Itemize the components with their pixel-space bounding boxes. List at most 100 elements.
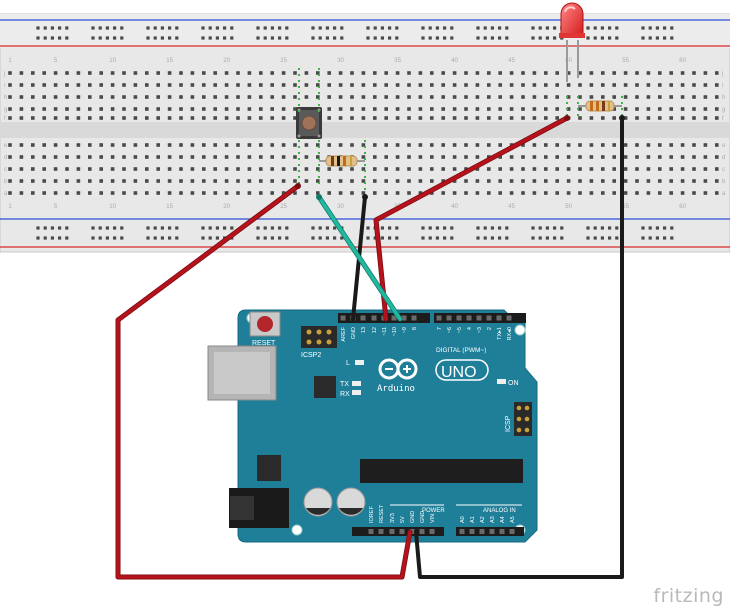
breadboard-hole xyxy=(316,95,320,99)
rail-hole xyxy=(366,226,370,230)
column-number: 40 xyxy=(451,58,458,64)
breadboard-hole xyxy=(236,143,240,147)
breadboard-hole xyxy=(42,83,46,87)
header-pin xyxy=(368,529,374,534)
breadboard-hole xyxy=(555,155,559,159)
rail-hole xyxy=(91,36,95,40)
reset-button[interactable] xyxy=(249,311,281,337)
rail-hole xyxy=(175,226,179,230)
rail-hole xyxy=(655,26,659,30)
rail-hole xyxy=(498,226,502,230)
breadboard-hole xyxy=(532,95,537,99)
breadboard-hole xyxy=(669,167,673,171)
rail-hole xyxy=(498,26,502,30)
breadboard-hole xyxy=(304,143,309,147)
pin-label: RESET xyxy=(379,504,385,523)
rail-hole xyxy=(263,226,267,230)
breadboard-hole xyxy=(555,107,559,111)
column-number: 55 xyxy=(622,58,629,64)
breadboard-hole xyxy=(145,155,149,159)
rail-hole xyxy=(545,226,549,230)
rail-hole xyxy=(325,226,329,230)
breadboard-hole xyxy=(259,143,263,147)
rail-hole xyxy=(553,26,557,30)
breadboard-hole xyxy=(646,179,651,183)
breadboard-hole xyxy=(53,143,58,147)
breadboard-hole xyxy=(53,155,58,159)
breadboard-hole xyxy=(213,95,217,99)
rail-hole xyxy=(50,26,54,30)
breadboard-hole xyxy=(42,71,46,75)
breadboard-hole xyxy=(42,107,46,111)
breadboard-hole xyxy=(259,167,263,171)
breadboard-hole xyxy=(703,191,708,195)
rail-hole xyxy=(593,236,597,240)
row-letter: e xyxy=(722,143,726,149)
breadboard-hole xyxy=(110,155,115,159)
pin-label: 8 xyxy=(412,327,418,330)
breadboard-hole xyxy=(65,155,69,159)
breadboard-hole xyxy=(31,191,35,195)
breadboard-hole xyxy=(555,71,559,75)
pin-label: IOREF xyxy=(369,506,375,523)
breadboard-hole xyxy=(509,167,514,171)
rail-hole xyxy=(615,226,619,230)
breadboard-hole xyxy=(635,155,639,159)
rail-hole xyxy=(146,236,150,240)
breadboard-hole xyxy=(224,71,229,75)
rail-hole xyxy=(388,236,392,240)
rail-hole xyxy=(58,26,62,30)
breadboard-hole xyxy=(509,107,514,111)
header-pin xyxy=(489,529,495,534)
breadboard-hole xyxy=(395,155,400,159)
rail-hole xyxy=(105,26,109,30)
breadboard-hole xyxy=(464,191,468,195)
breadboard-hole xyxy=(692,107,696,111)
rail-hole xyxy=(278,236,282,240)
breadboard-hole xyxy=(475,71,480,75)
breadboard-hole xyxy=(361,107,366,111)
rail-hole xyxy=(366,36,370,40)
breadboard-hole xyxy=(247,155,252,159)
breadboard-hole xyxy=(384,83,388,87)
breadboard-hole xyxy=(304,83,309,87)
breadboard-hole xyxy=(156,155,160,159)
breadboard-hole xyxy=(8,116,12,120)
breadboard-hole xyxy=(589,71,594,75)
breadboard-hole xyxy=(122,143,126,147)
rail-hole xyxy=(36,226,40,230)
rail-hole xyxy=(201,236,205,240)
breadboard-hole xyxy=(122,71,126,75)
breadboard-hole xyxy=(418,107,423,111)
breadboard-hole xyxy=(623,167,628,171)
breadboard-hole xyxy=(259,71,263,75)
breadboard-hole xyxy=(190,95,195,99)
breadboard-hole xyxy=(8,155,12,159)
rail-hole xyxy=(160,236,164,240)
breadboard-hole xyxy=(578,83,582,87)
rail-hole xyxy=(325,236,329,240)
breadboard-hole xyxy=(555,143,559,147)
breadboard-hole xyxy=(384,167,388,171)
breadboard-hole xyxy=(635,83,639,87)
header-pin xyxy=(509,529,515,534)
breadboard-hole xyxy=(658,167,662,171)
breadboard-hole xyxy=(156,107,160,111)
breadboard-hole xyxy=(167,191,172,195)
breadboard-hole xyxy=(361,179,366,183)
row-letter: i xyxy=(4,83,5,89)
rail-hole xyxy=(256,226,260,230)
breadboard-hole xyxy=(646,116,651,120)
breadboard-hole xyxy=(498,155,502,159)
header-pin xyxy=(446,315,452,321)
breadboard-hole xyxy=(88,71,92,75)
rail-hole xyxy=(483,226,487,230)
rail-hole xyxy=(395,36,399,40)
rail-hole xyxy=(263,236,267,240)
breadboard-hole xyxy=(247,116,252,120)
breadboard-hole xyxy=(247,107,252,111)
breadboard-hole xyxy=(338,71,343,75)
breadboard-hole xyxy=(293,143,297,147)
breadboard-hole xyxy=(122,155,126,159)
